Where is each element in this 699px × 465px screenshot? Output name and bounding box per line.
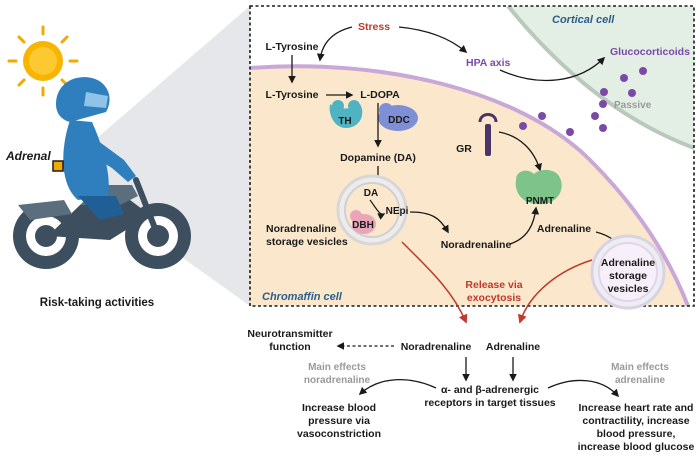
main-effects-adrenaline-2: adrenaline: [615, 375, 665, 386]
neurotransmitter-label-1: Neurotransmitter: [247, 328, 332, 340]
bp-effect-label-3: vasoconstriction: [297, 428, 381, 440]
gr-to-pnmt-arrow: [498, 131, 542, 172]
receptor-to-bp-arrow: [358, 379, 437, 396]
pnmt-enzyme: [515, 169, 562, 205]
glucocorticoids-label: Glucocorticoids: [610, 46, 690, 58]
adrenal-label: Adrenal: [5, 149, 51, 163]
stress-to-hpa-arrow: [398, 26, 468, 54]
ddc-label: DDC: [388, 115, 410, 126]
dbh-label: DBH: [352, 220, 374, 231]
release-label-2: exocytosis: [467, 292, 521, 304]
hr-effect-label-2: contractility, increase: [582, 415, 689, 427]
gr-label: GR: [456, 143, 472, 155]
adrenaline-vesicles-label-3: vesicles: [608, 283, 649, 295]
receptors-label-1: α- and β-adrenergic: [441, 384, 539, 396]
adrenaline-vesicles-label-1: Adrenaline: [601, 257, 655, 269]
noradrenaline-cyto-label: Noradrenaline: [441, 239, 512, 251]
hr-effect-label-3: blood pressure,: [597, 428, 676, 440]
bp-effect-label-1: Increase blood: [302, 402, 376, 414]
risk-taking-caption: Risk-taking activities: [40, 297, 154, 309]
main-effects-noradrenaline-2: noradrenaline: [304, 375, 371, 386]
chromaffin-cell-label: Chromaffin cell: [262, 291, 343, 303]
ddc-enzyme: [378, 103, 418, 131]
zoom-cone: [60, 6, 250, 306]
stress-label: Stress: [358, 21, 390, 33]
hr-effect-label-4: increase blood glucose: [578, 441, 695, 453]
stress-to-tyrosine-arrow: [316, 26, 353, 62]
th-enzyme: [329, 100, 363, 128]
adrenaline-vesicles-label-2: storage: [609, 270, 647, 282]
gr-receptor-icon: [478, 113, 498, 156]
receptor-to-hr-arrow: [547, 379, 620, 398]
da-label: DA: [364, 188, 378, 199]
noradrenaline-to-pnmt-arrow: [509, 206, 540, 245]
sun-icon: [7, 25, 79, 97]
chromaffin-cell: [250, 66, 688, 306]
zoom-box-border: [249, 5, 695, 307]
da-to-nepi-arrow: [369, 199, 386, 220]
nepi-release-arrow: [409, 211, 449, 234]
hpa-to-glucocorticoids-arrow: [499, 56, 606, 82]
adrenaline-effects-label: Adrenaline: [486, 341, 540, 353]
l-tyrosine-inside-label: L-Tyrosine: [266, 89, 319, 101]
chromaffin-membrane: [250, 64, 690, 306]
l-tyrosine-outside-label: L-Tyrosine: [266, 41, 319, 53]
bp-effect-label-2: pressure via: [308, 415, 370, 427]
cortical-cell-label: Cortical cell: [552, 14, 615, 26]
cortical-cell: [508, 6, 694, 148]
th-label: TH: [338, 116, 351, 127]
main-effects-adrenaline-1: Main effects: [611, 362, 669, 373]
glucocorticoid-molecules: [519, 67, 647, 136]
dbh-enzyme: [350, 210, 376, 234]
passive-label: Passive: [614, 100, 652, 111]
noradrenaline-vesicles-label-1: Noradrenaline: [266, 223, 337, 235]
hr-effect-label-1: Increase heart rate and: [579, 402, 694, 414]
pnmt-label: PNMT: [526, 196, 554, 207]
adrenaline-vesicle: [590, 234, 666, 310]
noradrenaline-effects-label: Noradrenaline: [401, 341, 472, 353]
motorcycle-rider-icon: [13, 77, 191, 269]
adrenaline-cyto-label: Adrenaline: [537, 223, 591, 235]
release-label-1: Release via: [465, 279, 522, 291]
l-dopa-label: L-DOPA: [360, 89, 400, 101]
nepi-label: NEpi: [386, 206, 409, 217]
receptors-label-2: receptors in target tissues: [424, 397, 555, 409]
neurotransmitter-label-2: function: [269, 341, 310, 353]
dopamine-label: Dopamine (DA): [340, 152, 416, 164]
noradrenaline-release-arrow: [401, 241, 468, 324]
cortical-membrane: [506, 6, 694, 150]
hpa-axis-label: HPA axis: [466, 57, 511, 69]
noradrenaline-vesicles-label-2: storage vesicles: [266, 236, 348, 248]
adrenal-marker: [52, 160, 64, 172]
main-effects-noradrenaline-1: Main effects: [308, 362, 366, 373]
adrenaline-release-arrow: [518, 259, 593, 324]
